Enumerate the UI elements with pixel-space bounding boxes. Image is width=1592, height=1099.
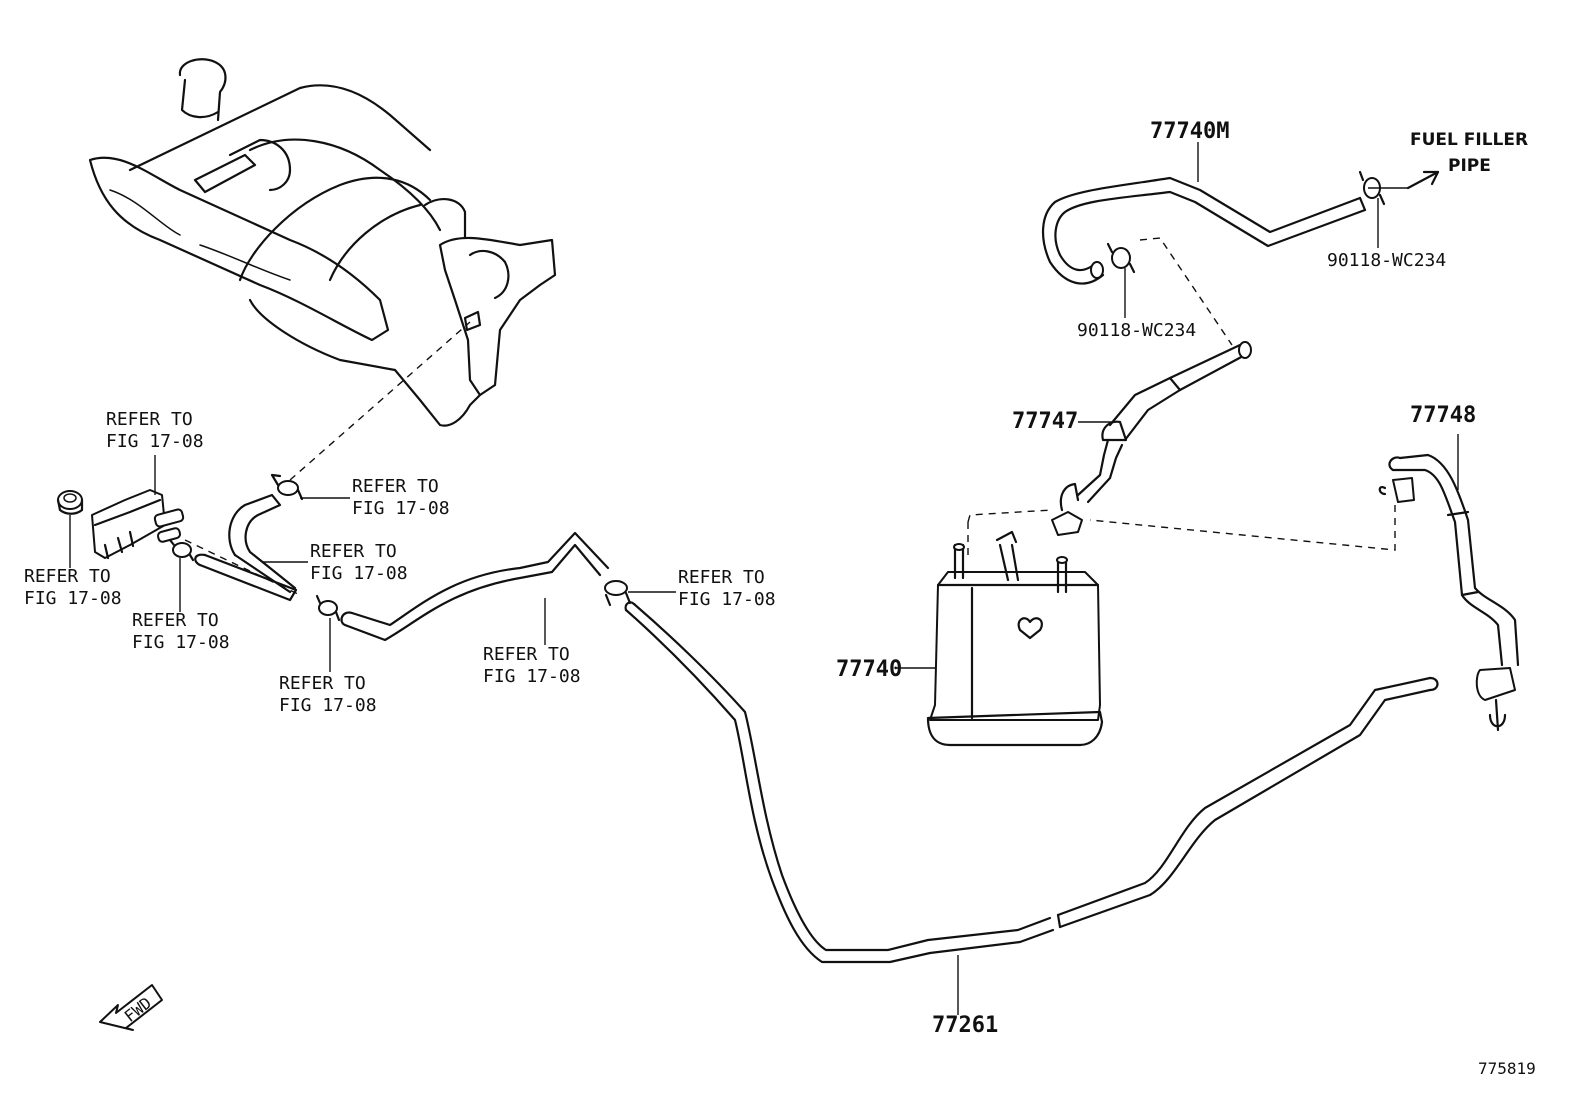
clamp-mid-top [1106, 242, 1136, 274]
fuel-filler-pipe-line2: PIPE [1448, 156, 1491, 176]
refer-line1: REFER TO [352, 476, 439, 497]
refer-line1: REFER TO [106, 409, 193, 430]
refer-line2: FIG 17-08 [132, 632, 230, 653]
refer-line2: FIG 17-08 [106, 431, 204, 452]
part-label-77740: 77740 [836, 657, 902, 682]
part-label-77740M: 77740M [1150, 119, 1229, 144]
leader-lines [69, 142, 1459, 1015]
refer-line1: REFER TO [132, 610, 219, 631]
refer-label-upper-clamp: REFER TO FIG 17-08 [352, 476, 450, 519]
refer-label-hose: REFER TO FIG 17-08 [310, 541, 408, 584]
refer-line1: REFER TO [678, 567, 765, 588]
refer-line1: REFER TO [483, 644, 570, 665]
fwd-arrow: FWD [99, 984, 163, 1031]
small-hoses [194, 493, 298, 602]
refer-line2: FIG 17-08 [678, 589, 776, 610]
intake-manifold [88, 58, 557, 427]
part-label-77261: 77261 [932, 1013, 998, 1038]
refer-label-grommet: REFER TO FIG 17-08 [24, 566, 122, 609]
grommet-left [56, 490, 84, 515]
hose-77740M [1041, 176, 1367, 285]
fuel-filler-pipe-line1: FUEL FILLER [1410, 130, 1528, 150]
part-label-clamp-mid: 90118-WC234 [1077, 320, 1196, 341]
hose-77261 [624, 601, 1439, 964]
vsv-valve [91, 489, 185, 560]
refer-label-mid-clamp: REFER TO FIG 17-08 [678, 567, 776, 610]
part-label-clamp-top: 90118-WC234 [1327, 250, 1446, 271]
hose-77748 [1378, 453, 1520, 732]
refer-line2: FIG 17-08 [279, 695, 377, 716]
refer-label-valve-clamp: REFER TO FIG 17-08 [132, 610, 230, 653]
hose-left-center [340, 531, 610, 642]
hose-77747 [1051, 341, 1252, 536]
part-label-77747: 77747 [1012, 409, 1078, 434]
clamp-lower-left [315, 594, 341, 622]
refer-label-main-hose: REFER TO FIG 17-08 [483, 644, 581, 687]
refer-line2: FIG 17-08 [310, 563, 408, 584]
refer-label-top-left: REFER TO FIG 17-08 [106, 409, 204, 452]
part-label-77748: 77748 [1410, 403, 1476, 428]
clamp-mid [604, 580, 632, 607]
refer-line1: REFER TO [279, 673, 366, 694]
clamp-valve [168, 538, 195, 562]
refer-line2: FIG 17-08 [24, 588, 122, 609]
refer-label-lower-clamp: REFER TO FIG 17-08 [279, 673, 377, 716]
refer-line2: FIG 17-08 [483, 666, 581, 687]
charcoal-canister [926, 530, 1104, 747]
refer-line1: REFER TO [24, 566, 111, 587]
clamp-upper-left [270, 473, 304, 501]
figure-number: 775819 [1478, 1059, 1536, 1078]
refer-line2: FIG 17-08 [352, 498, 450, 519]
refer-line1: REFER TO [310, 541, 397, 562]
